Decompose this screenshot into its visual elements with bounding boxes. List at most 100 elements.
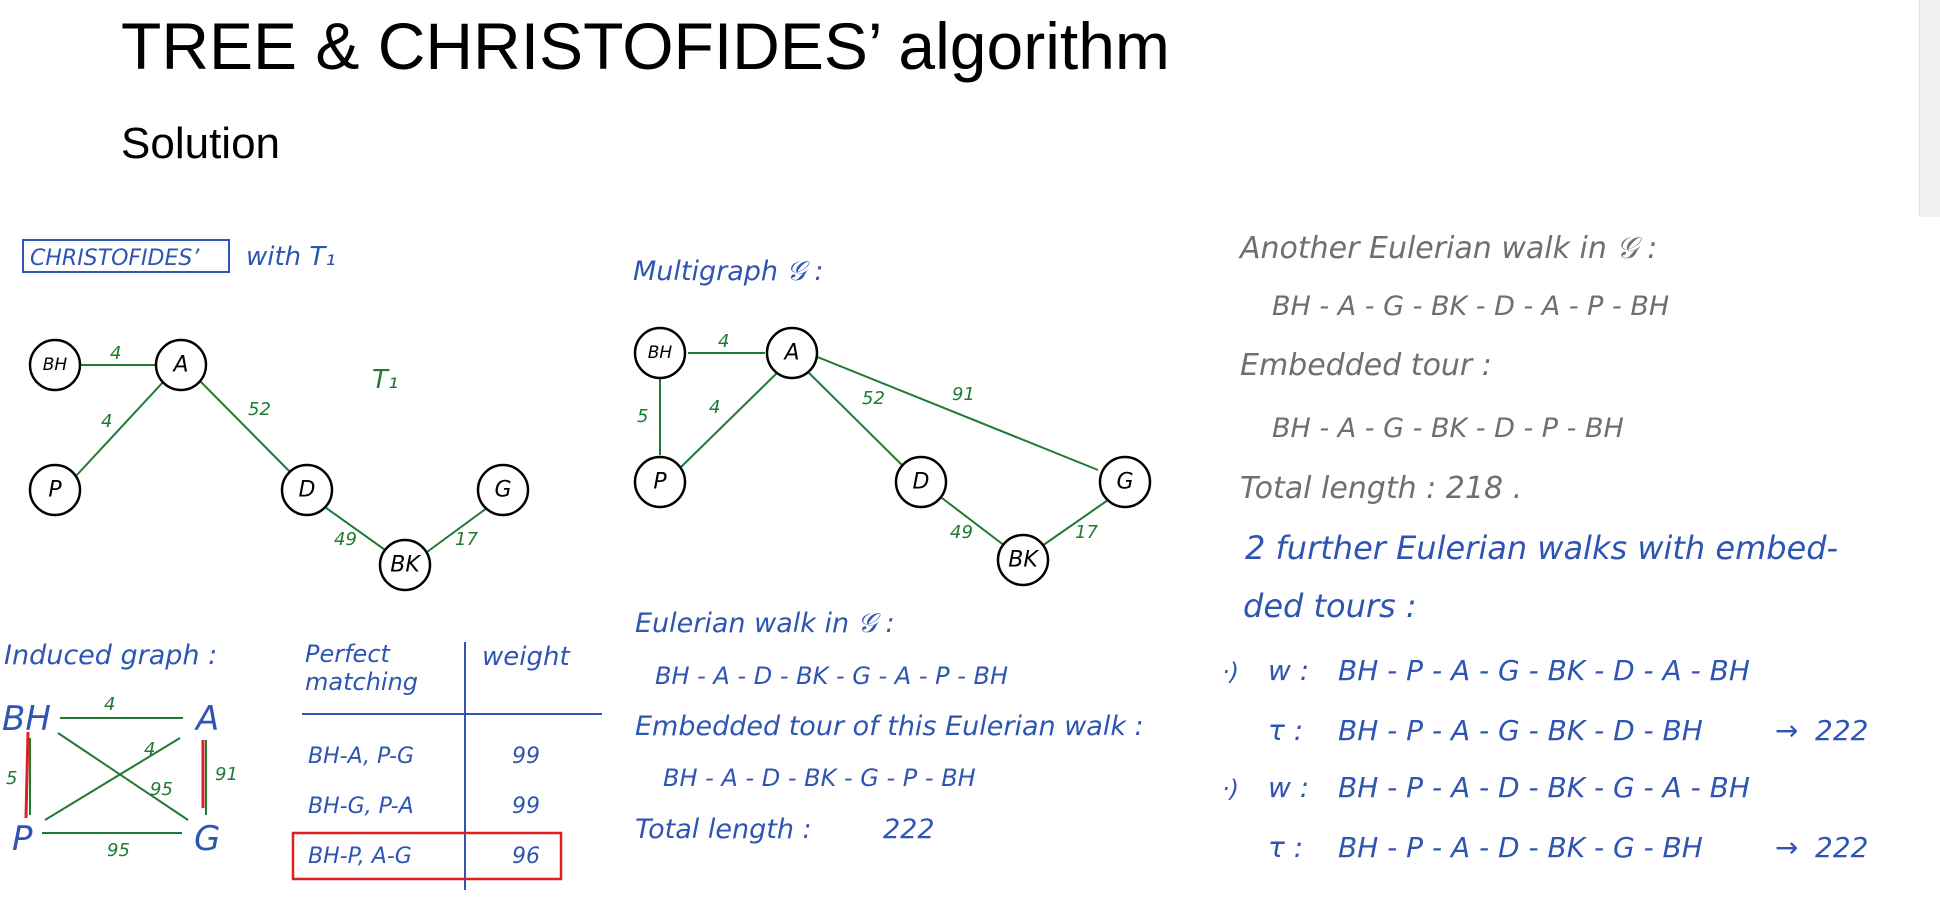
mg-node-bk: BK xyxy=(996,533,1050,587)
another-heading: Another Eulerian walk in 𝒢 : xyxy=(1238,231,1657,266)
svg-text:52: 52 xyxy=(862,388,885,409)
walk-heading: Eulerian walk in 𝒢 : xyxy=(635,608,895,639)
svg-text:4: 4 xyxy=(104,694,115,715)
item2-t-label: τ : xyxy=(1268,831,1303,864)
svg-text:BK: BK xyxy=(1008,548,1039,573)
edge-bk-g xyxy=(426,507,488,553)
edge-d-bk xyxy=(321,504,389,553)
further-line-2: ded tours : xyxy=(1243,587,1417,625)
svg-text:A: A xyxy=(171,353,188,378)
item1-arrow: → xyxy=(1775,714,1798,747)
item1-result: 222 xyxy=(1815,714,1868,747)
tree-edge-labels: 4 4 52 49 17 xyxy=(101,343,478,550)
svg-text:91: 91 xyxy=(215,764,238,785)
weight-bh-a: 4 xyxy=(110,343,121,364)
item1-bullet: ·) xyxy=(1222,658,1239,686)
mg-node-p: P xyxy=(633,455,687,509)
svg-text:P: P xyxy=(48,478,62,503)
svg-text:17: 17 xyxy=(1075,522,1098,543)
boxed-label: CHRISTOFIDES’ xyxy=(30,246,200,271)
row3-weight: 96 xyxy=(512,844,540,869)
multigraph-heading: Multigraph 𝒢 : xyxy=(633,256,824,287)
node-p: P xyxy=(28,463,82,517)
item1-w: BH - P - A - G - BK - D - A - BH xyxy=(1338,654,1750,687)
svg-text:5: 5 xyxy=(6,768,17,789)
slide-subtitle: Solution xyxy=(121,119,281,168)
item2-w: BH - P - A - D - BK - G - A - BH xyxy=(1338,771,1750,804)
row2-matching: BH-G, P-A xyxy=(308,794,414,819)
svg-text:D: D xyxy=(913,470,930,495)
multigraph-edges xyxy=(659,352,1109,547)
another-walk: BH - A - G - BK - D - A - P - BH xyxy=(1272,291,1669,322)
node-a: A xyxy=(154,338,208,392)
induced-node-a: A xyxy=(194,699,219,739)
item2-bullet: ·) xyxy=(1222,775,1239,803)
mg-node-bh: BH xyxy=(633,326,687,380)
induced-heading: Induced graph : xyxy=(4,640,217,671)
tour: BH - A - D - BK - G - P - BH xyxy=(663,764,976,792)
induced-weights: 4 5 91 95 95 4 xyxy=(6,694,238,861)
svg-text:95: 95 xyxy=(107,840,130,861)
tour-heading: Embedded tour of this Eulerian walk : xyxy=(635,711,1144,742)
selected-row-box xyxy=(291,831,563,881)
scrollbar[interactable] xyxy=(1919,0,1940,217)
item2-t: BH - P - A - D - BK - G - BH xyxy=(1338,831,1703,864)
mg-node-d: D xyxy=(894,455,948,509)
item2-result: 222 xyxy=(1815,831,1868,864)
weight-d-bk: 49 xyxy=(334,529,357,550)
induced-node-p: P xyxy=(12,819,33,859)
induced-node-bh: BH xyxy=(2,699,51,739)
svg-text:4: 4 xyxy=(144,739,155,760)
embedded-tour: BH - A - G - BK - D - P - BH xyxy=(1272,413,1624,444)
node-g: G xyxy=(476,463,530,517)
row3-matching: BH-P, A-G xyxy=(308,844,412,869)
further-line-1: 2 further Eulerian walks with embed- xyxy=(1245,529,1838,567)
induced-edges xyxy=(24,717,207,834)
item2-arrow: → xyxy=(1775,831,1798,864)
node-bk: BK xyxy=(378,538,432,592)
row1-matching: BH-A, P-G xyxy=(308,744,414,769)
node-d: D xyxy=(280,463,334,517)
tree-nodes: BH A P D G BK xyxy=(28,338,530,592)
svg-text:A: A xyxy=(782,341,799,366)
row2-weight: 99 xyxy=(512,794,540,819)
matching-table: Perfect matching weight BH-A, P-G 99 BH-… xyxy=(291,640,602,890)
multigraph-weights: 4 5 4 52 91 49 17 xyxy=(637,331,1098,543)
right-blue-block: 2 further Eulerian walks with embed- ded… xyxy=(1222,529,1868,864)
svg-text:4: 4 xyxy=(709,397,720,418)
table-header-weight: weight xyxy=(482,642,570,672)
edge-a-d xyxy=(198,379,296,478)
svg-text:D: D xyxy=(299,478,316,503)
right-gray-block: Another Eulerian walk in 𝒢 : BH - A - G … xyxy=(1238,231,1669,506)
svg-text:G: G xyxy=(494,478,511,503)
svg-text:49: 49 xyxy=(950,522,973,543)
svg-text:95: 95 xyxy=(150,779,173,800)
weight-bk-g: 17 xyxy=(455,529,478,550)
multigraph-nodes: BH A P D G BK xyxy=(633,326,1152,587)
induced-node-g: G xyxy=(194,819,220,859)
total-line: Total length : 218 . xyxy=(1240,471,1522,506)
induced-nodes: BH A P G xyxy=(2,699,220,859)
svg-text:5: 5 xyxy=(637,406,648,427)
heading-rest: with T₁ xyxy=(246,242,336,272)
mg-node-g: G xyxy=(1098,455,1152,509)
slide-title: TREE & CHRISTOFIDES’ algorithm xyxy=(121,9,1170,83)
svg-text:P: P xyxy=(653,470,667,495)
weight-a-d: 52 xyxy=(248,399,271,420)
item1-t-label: τ : xyxy=(1268,714,1303,747)
tree-label: T₁ xyxy=(372,365,398,395)
svg-text:BH: BH xyxy=(43,355,68,375)
item1-t: BH - P - A - G - BK - D - BH xyxy=(1338,714,1703,747)
table-header-matching: matching xyxy=(305,668,418,696)
total-value: 222 xyxy=(883,814,935,845)
total-label: Total length : xyxy=(635,814,812,845)
walk: BH - A - D - BK - G - A - P - BH xyxy=(655,662,1008,690)
embedded-heading: Embedded tour : xyxy=(1240,348,1492,383)
table-header-perfect: Perfect xyxy=(305,640,392,668)
edge-a-p xyxy=(74,379,166,478)
svg-text:91: 91 xyxy=(952,384,975,405)
row1-weight: 99 xyxy=(512,744,540,769)
mg-node-a: A xyxy=(765,326,819,380)
svg-text:G: G xyxy=(1116,470,1133,495)
tree-edges xyxy=(74,364,488,553)
